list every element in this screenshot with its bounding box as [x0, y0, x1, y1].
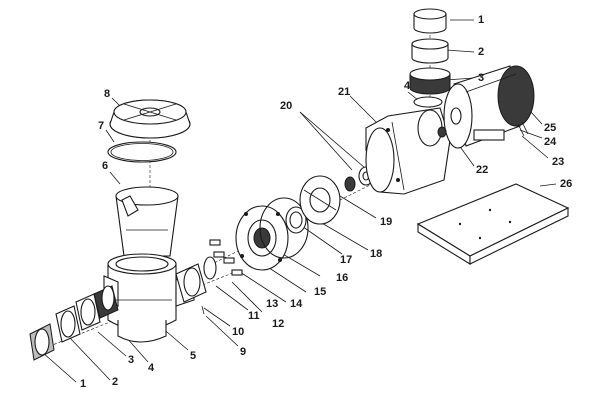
callout-15: 15: [314, 286, 327, 298]
callout-26: 26: [560, 178, 573, 190]
callout-6: 6: [102, 160, 109, 172]
callout-18: 18: [370, 248, 383, 260]
callout-22: 22: [476, 164, 489, 176]
leader-lines: [41, 19, 557, 383]
motor: [443, 65, 535, 149]
strainer-basket: [115, 186, 179, 257]
strainer-housing: [103, 253, 195, 343]
callout-1-top: 1: [478, 14, 485, 26]
callout-25: 25: [544, 122, 557, 134]
callout-16: 16: [336, 272, 349, 284]
callout-7: 7: [98, 120, 105, 132]
callout-8: 8: [104, 88, 111, 100]
callout-10: 10: [232, 326, 245, 338]
callout-2-bottom: 2: [112, 376, 119, 388]
callout-4-bottom: 4: [148, 362, 155, 374]
callout-2-top: 2: [478, 46, 485, 58]
callout-19: 19: [380, 216, 393, 228]
top-union-parts: [409, 8, 451, 108]
callout-11: 11: [248, 310, 260, 322]
base-plate: [416, 183, 570, 265]
seal-plate: [235, 205, 289, 271]
callout-20: 20: [280, 100, 293, 112]
callout-3-top: 3: [478, 72, 485, 84]
motor-hardware: [437, 121, 529, 138]
impeller: [299, 175, 341, 225]
callout-9: 9: [240, 346, 247, 358]
callout-4-top: 4: [404, 80, 411, 92]
diffuser: [285, 206, 307, 234]
inlet-union-parts: [29, 285, 119, 361]
gasket: [259, 197, 309, 259]
outlet-union-parts: [175, 239, 243, 315]
motor-bracket: [365, 107, 451, 195]
callout-24: 24: [544, 136, 557, 148]
callout-13: 13: [266, 298, 279, 310]
strainer-lid: [109, 99, 191, 139]
callout-17: 17: [340, 254, 353, 266]
callout-14: 14: [290, 298, 303, 310]
lid-o-ring: [107, 141, 177, 163]
callout-12: 12: [272, 318, 285, 330]
callout-1-bottom: 1: [80, 378, 87, 390]
callout-5: 5: [190, 350, 197, 362]
callout-21: 21: [338, 86, 351, 98]
callout-3-bottom: 3: [128, 354, 135, 366]
callout-23: 23: [552, 156, 565, 168]
